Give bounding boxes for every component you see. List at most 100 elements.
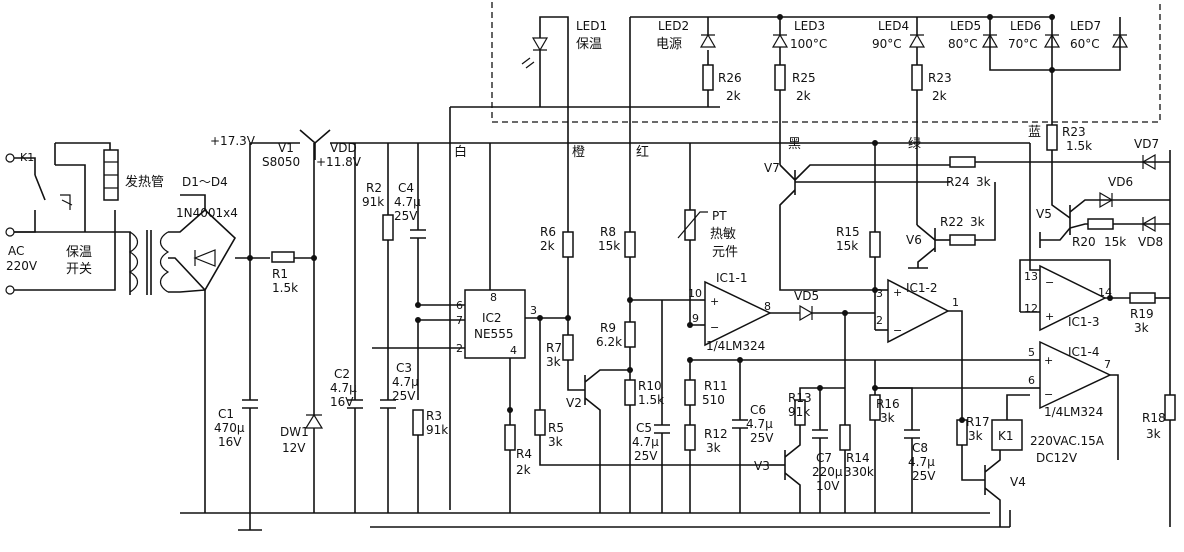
pt-label-2: 热敏	[710, 227, 736, 242]
r11-resistor	[684, 379, 696, 406]
ic1-4-plus: +	[1044, 354, 1053, 367]
c5-value-1: 4.7μ	[632, 435, 659, 449]
r22-value: 3k	[970, 215, 985, 229]
c3-value-2: 25V	[392, 389, 416, 403]
r15-label: R15	[836, 225, 860, 239]
ic2-type-label: NE555	[474, 327, 513, 341]
r2-label: R2	[366, 181, 382, 195]
ne555-output-section: R4 2k R5 3k R6 2k R7 3k V2 白 橙 红	[454, 50, 770, 513]
c4-label: C4	[398, 181, 414, 195]
r19-value: 3k	[1134, 321, 1149, 335]
ic2-label: IC2	[482, 311, 502, 325]
r18-label: R18	[1142, 411, 1166, 425]
c7-label: C7	[816, 451, 832, 465]
heater-label: 发热管	[125, 174, 164, 190]
c8-value-2: 25V	[912, 469, 936, 483]
r18-value: 3k	[1146, 427, 1161, 441]
d1d4-label: D1～D4	[182, 175, 228, 189]
relay-driver: R17 3k K1 220VAC.15A DC12V V4	[956, 394, 1105, 527]
r20-label: R20	[1072, 235, 1096, 249]
c6-label: C6	[750, 403, 766, 417]
c1-value-2: 16V	[218, 435, 242, 449]
r5-label: R5	[548, 421, 564, 435]
keep-warm-switch	[60, 194, 73, 210]
r4-label: R4	[516, 447, 532, 461]
ac-voltage-label: 220V	[6, 259, 38, 273]
led4-label: LED4	[878, 19, 909, 33]
plus173-label: +17.3V	[210, 134, 256, 148]
led-panel-boundary	[491, 2, 1161, 123]
r23-upper-value: 2k	[932, 89, 947, 103]
c2-value-1: 4.7μ	[330, 381, 357, 395]
r23-upper-resistor	[911, 64, 923, 91]
v3-delay-section: R13 91k C7 220μ 10V R14 330k V3	[754, 310, 874, 513]
r23-lower-value: 1.5k	[1066, 139, 1092, 153]
r26-value: 2k	[726, 89, 741, 103]
r12-resistor	[684, 424, 696, 451]
r3-resistor	[412, 409, 424, 436]
led5-temp-label: 80°C	[948, 37, 978, 51]
ac-label: AC	[8, 244, 24, 258]
r13-value: 91k	[788, 405, 810, 419]
r6-resistor	[562, 231, 574, 258]
ic1-1-type: 1/4LM324	[706, 339, 765, 353]
r14-label: R14	[846, 451, 870, 465]
r9-resistor	[624, 321, 636, 348]
r13-label: R13	[788, 391, 812, 405]
c4-value-2: 25V	[394, 209, 418, 223]
r14-resistor	[839, 424, 851, 451]
ic1-4-opamp: + − 5 6 7 IC1-4 1/4LM324	[875, 340, 1119, 460]
ic1-3-opamp: − + 13 12 14 IC1-3 R19 3k	[1019, 143, 1170, 335]
ic1-3-plus: +	[1045, 310, 1054, 323]
r4-value: 2k	[516, 463, 531, 477]
ic1-2-opamp: + − 3 2 1 IC1-2	[876, 278, 963, 420]
wire-red-label: 红	[636, 144, 649, 160]
r6-value: 2k	[540, 239, 555, 253]
r12-label: R12	[704, 427, 728, 441]
pt-thermistor	[684, 209, 696, 241]
v4-label: V4	[1010, 475, 1026, 489]
timer-passives: R2 91k C4 4.7μ 25V C2 4.7μ 16V C3 4.7μ 2…	[330, 143, 465, 513]
power-rails	[180, 106, 1171, 528]
wire-green-label: 绿	[908, 137, 921, 152]
ic1-2-pin3: 3	[876, 287, 883, 300]
ic1-3-pin14: 14	[1098, 286, 1112, 299]
relay-rating-1: 220VAC.15A	[1030, 434, 1105, 448]
ic1-1-plus: +	[710, 295, 719, 308]
keep-switch-label-1: 保温	[66, 245, 92, 260]
sensor-divider: R8 15k R9 6.2k R10 1.5k C5 4.7μ 25V	[596, 17, 700, 513]
led2-label: LED2	[658, 19, 689, 33]
r23-lower-label: R23	[1062, 125, 1086, 139]
r1-value: 1.5k	[272, 281, 298, 295]
ic1-4-minus: −	[1044, 388, 1053, 401]
r24-resistor	[949, 156, 976, 168]
v6-label: V6	[906, 233, 922, 247]
r24-label: R24	[946, 175, 970, 189]
v1-type-label: S8050	[262, 155, 300, 169]
c1-value-1: 470μ	[214, 421, 245, 435]
c3-value-1: 4.7μ	[392, 375, 419, 389]
r16-value: 3k	[880, 411, 895, 425]
c3-label: C3	[396, 361, 412, 375]
dw1-value: 12V	[282, 441, 306, 455]
r22-resistor	[949, 234, 976, 246]
ic2-pin7: 7	[456, 314, 463, 327]
ic1-4-type: 1/4LM324	[1044, 405, 1103, 419]
ic1-2-label: IC1-2	[906, 281, 938, 295]
ic1-2-minus: −	[893, 324, 902, 337]
ic1-3-label: IC1-3	[1068, 315, 1100, 329]
r10-resistor	[624, 379, 636, 406]
r13-resistor	[794, 399, 806, 426]
ic1-3-pin12: 12	[1024, 302, 1038, 315]
k1-relay-label: K1	[998, 429, 1014, 443]
c8-value-1: 4.7μ	[908, 455, 935, 469]
r19-label: R19	[1130, 307, 1154, 321]
c6-value-1: 4.7μ	[746, 417, 773, 431]
r15-resistor	[869, 231, 881, 258]
ic1-2-plus: +	[893, 286, 902, 299]
ic1-3-minus: −	[1045, 276, 1054, 289]
ic1-4-pin6: 6	[1028, 374, 1035, 387]
r5-resistor	[534, 409, 546, 436]
r18-resistor	[1164, 394, 1176, 421]
r3-value: 91k	[426, 423, 448, 437]
